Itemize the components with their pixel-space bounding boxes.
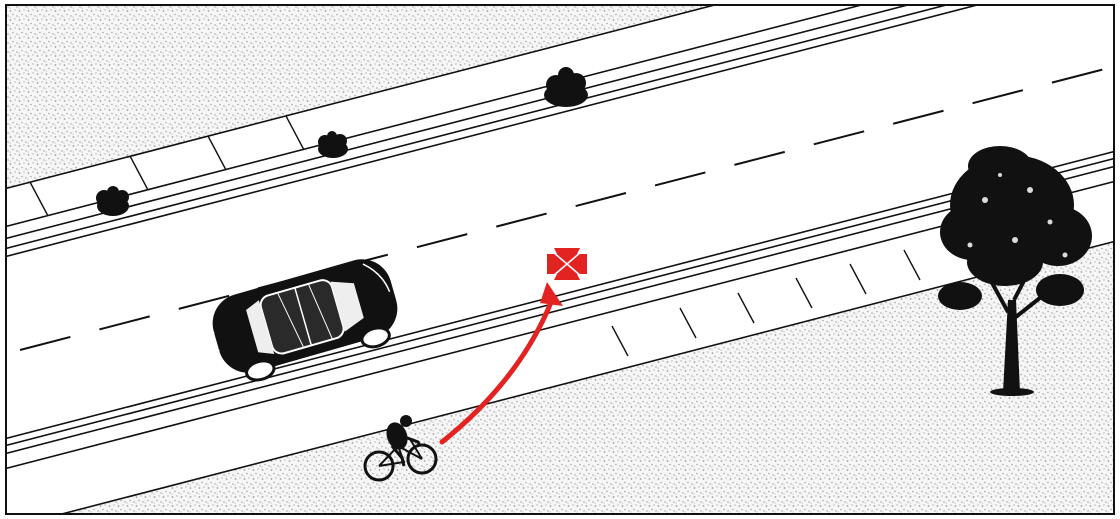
crash-marker bbox=[547, 248, 587, 280]
